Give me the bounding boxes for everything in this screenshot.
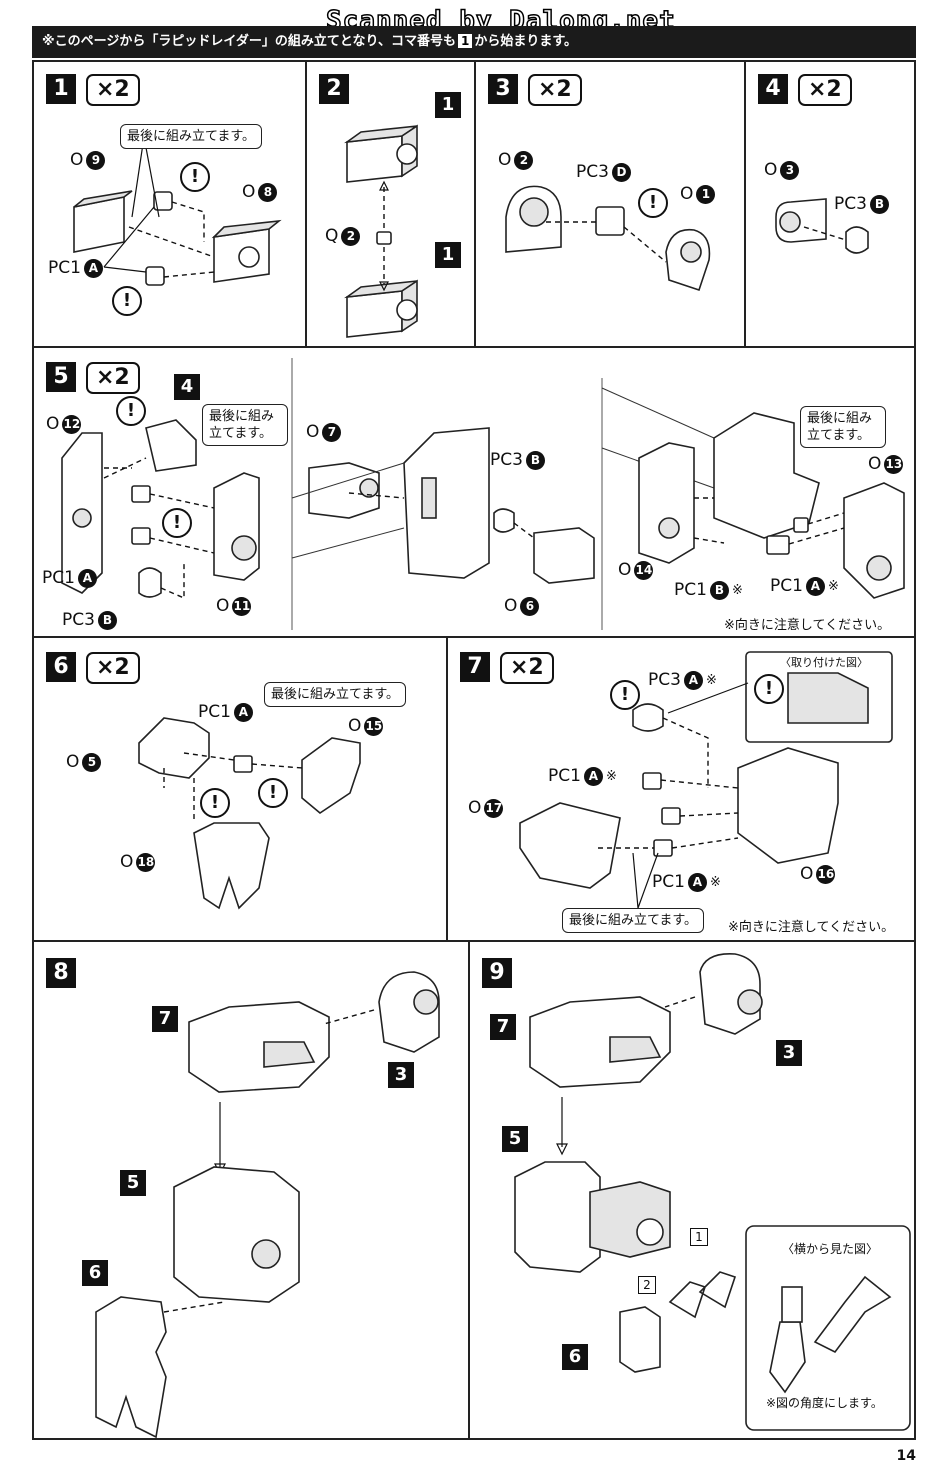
step-5-warning-icon-top: ! [116,396,146,426]
step-8-illustration [95,971,440,1438]
step-9-panel: 9 7 3 3 5 6 1 2 〈横から見た図〉 ※図の角度にします。 [468,940,916,1440]
step-3-multiplier: ×2 [528,74,582,106]
step-9-ref-5: 5 [502,1126,528,1152]
step-2-ref-top: 1 [435,92,461,118]
header-ref-box: 1 [457,34,473,48]
step-1-illustration [73,136,282,286]
step-8-ref-3: 3 [388,1062,414,1088]
step-5-warning-icon-mid: ! [162,508,192,538]
step-1-warning-icon-top: ! [180,162,210,192]
step-9-number: 9 [482,958,512,988]
step-3-number: 3 [488,74,518,104]
step-9-inset-note: ※図の角度にします。 [766,1396,883,1410]
step-6-multiplier: ×2 [86,652,140,684]
step-7-illustration [519,651,893,909]
step-6-number: 6 [46,652,76,682]
step-8-ref-7: 7 [152,1006,178,1032]
page-number: 14 [896,1448,916,1464]
step-7-callout: 最後に組み立てます。 [562,908,705,933]
step-9-ref-6: 6 [562,1344,588,1370]
step-5-callout-left: 最後に組み 立てます。 [202,404,288,446]
step-4-illustration [775,198,869,254]
step-5-number: 5 [46,362,76,392]
step-6-warning-icon-bottom: ! [200,788,230,818]
step-9-arrow-label-1: 1 [690,1228,708,1246]
step-5-illustration [61,358,905,630]
step-9-ref-7: 7 [490,1014,516,1040]
step-8-panel: 8 7 3 5 6 [32,940,470,1440]
header-text-suffix: から始まります。 [474,34,578,49]
header-text-prefix: ※このページから「ラピッドレイダー」の組み立てとなり、コマ番号も [42,34,456,49]
step-7-warning-icon: ! [610,680,640,710]
step-5-orientation-note: ※向きに注意してください。 [724,618,891,633]
step-9-ref-3-visible: 3 [776,1040,802,1066]
step-6-warning-icon-right: ! [258,778,288,808]
step-1-callout: 最後に組み立てます。 [120,124,263,149]
step-3-warning-icon: ! [638,188,668,218]
step-6-callout: 最後に組み立てます。 [264,682,407,707]
step-2-number: 2 [319,74,349,104]
step-7-multiplier: ×2 [500,652,554,684]
step-9-inset-title: 〈横から見た図〉 [782,1242,879,1256]
step-5-ref-4: 4 [174,374,200,400]
step-1-multiplier: ×2 [86,74,140,106]
step-5-callout-right: 最後に組み 立てます。 [800,406,886,448]
step-7-number: 7 [460,652,490,682]
step-4-multiplier: ×2 [798,74,852,106]
step-8-number: 8 [46,958,76,988]
step-8-ref-6: 6 [82,1260,108,1286]
step-2-illustration [344,124,418,338]
step-8-ref-5: 5 [120,1170,146,1196]
step-7-orientation-note: ※向きに注意してください。 [728,920,895,935]
step-9-arrow-label-2: 2 [638,1276,656,1294]
step-6-illustration [138,717,361,910]
step-2-ref-bottom: 1 [435,242,461,268]
step-1-number: 1 [46,74,76,104]
step-3-illustration [505,185,711,292]
step-7-inset-warning-icon: ! [754,674,784,704]
step-4-number: 4 [758,74,788,104]
step-5-multiplier: ×2 [86,362,140,394]
step-1-warning-icon-bottom: ! [112,286,142,316]
step-7-inset-title: 〈取り付けた図〉 [780,656,868,669]
step-9-illustration [514,953,911,1431]
